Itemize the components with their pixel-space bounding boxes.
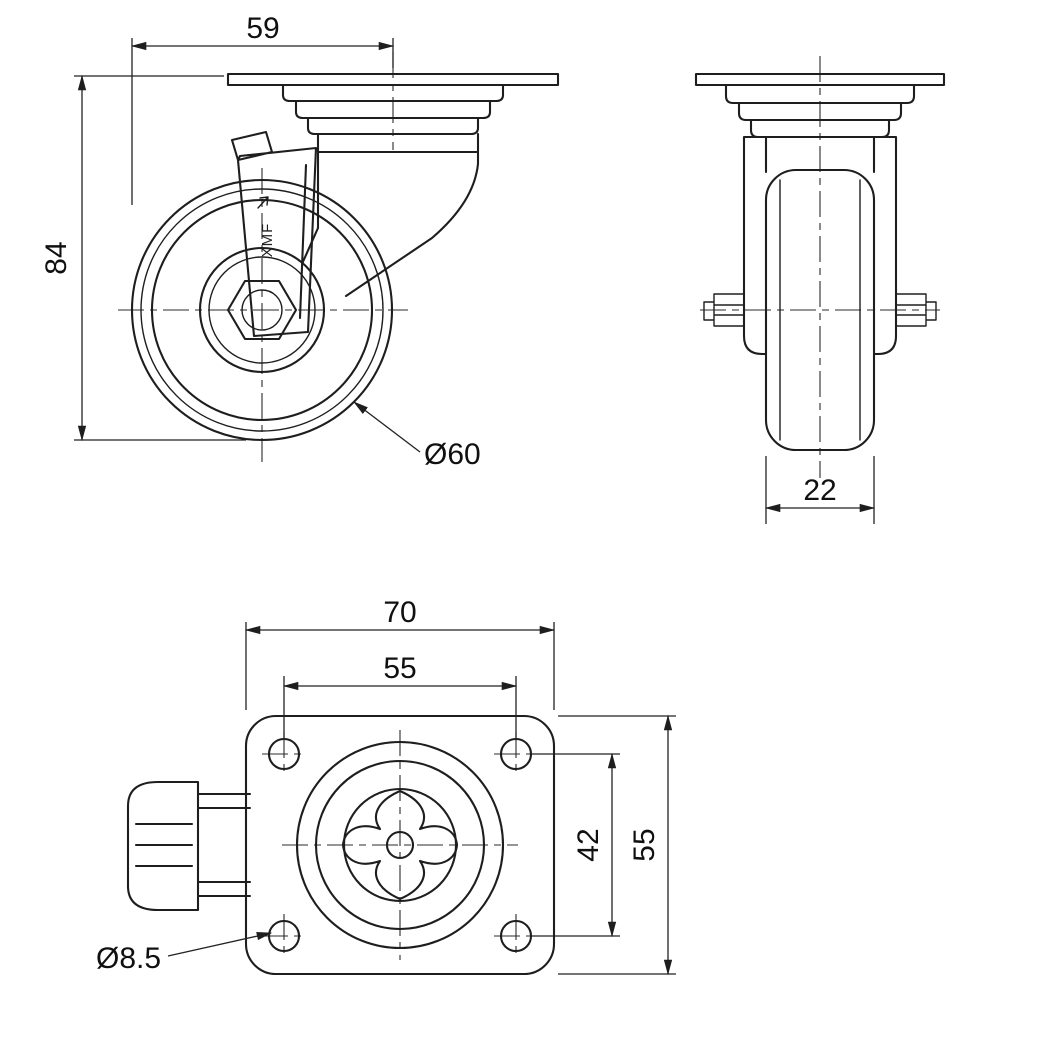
plan-view-centerlines (262, 730, 538, 960)
axle-bore-circle (241, 289, 283, 331)
dim-42-extension-lines (532, 753, 620, 937)
lever-arrow-mark (257, 196, 269, 209)
wheel-diameter-leader-line (352, 401, 421, 453)
dim-plate-length: 70 (244, 596, 556, 710)
plan-brake-lever (126, 780, 252, 912)
front-view-centerlines (700, 56, 940, 478)
front-swivel-races (724, 83, 916, 139)
front-top-plate (694, 72, 946, 87)
hole-diameter-label: Ø8.5 (96, 942, 161, 975)
plan-view: 70 55 42 55 Ø8.5 (96, 596, 676, 976)
swivel-boss-outer-circle (295, 740, 505, 950)
wheel-diameter-label: Ø60 (424, 438, 481, 471)
front-wheel (764, 168, 876, 452)
wheel-hub-ring-circle (208, 256, 316, 364)
plan-mounting-plate (244, 714, 556, 976)
side-swivel-races (281, 83, 505, 136)
dim-hole-spacing-width: 42 (532, 752, 620, 938)
wheel-hub-outer-circle (198, 246, 326, 374)
side-top-plate (226, 72, 560, 87)
swivel-boss-middle-circle (314, 759, 486, 931)
front-fork-legs (742, 135, 898, 356)
side-brake-lever (230, 130, 318, 338)
dim-overall-height: 84 (40, 74, 246, 442)
lever-brand-label: XMF (259, 223, 276, 258)
plate-width-label: 55 (628, 828, 661, 861)
wheel-tread-circle (140, 188, 384, 432)
dim-plate-width: 55 (558, 714, 676, 976)
front-axle-nuts (703, 293, 937, 327)
dim-swivel-radius: 59 (130, 12, 395, 205)
wheel-width-label: 22 (803, 474, 836, 507)
front-wheel-sidewalls (779, 179, 861, 441)
swivel-radius-label: 59 (246, 12, 279, 45)
dim-55v-extension-lines (558, 715, 676, 975)
dim-22-extension-lines (765, 456, 875, 524)
dim-hole-spacing-length: 55 (282, 652, 518, 740)
hole-diameter-leader-line (167, 932, 273, 957)
wheel-outer-circle (130, 178, 394, 442)
dim-84-extension-lines (74, 75, 246, 441)
bolt-hole-bottom-right (499, 919, 533, 953)
kingpin-center-hole (385, 830, 415, 860)
plate-length-label: 70 (383, 596, 416, 629)
dim-hole-diameter: Ø8.5 (96, 932, 273, 975)
axle-hex-nut (226, 279, 298, 341)
wheel-tire-inner-circle (150, 198, 374, 422)
front-view: 22 (694, 56, 946, 524)
dim-wheel-diameter: Ø60 (352, 401, 481, 471)
dim-wheel-width: 22 (764, 456, 876, 524)
overall-height-label: 84 (40, 241, 73, 274)
side-view: XMF 59 84 Ø60 (40, 12, 560, 471)
kingpin-rosette (341, 789, 459, 901)
side-fork (300, 132, 480, 298)
hole-spacing-width-label: 42 (572, 828, 605, 861)
hole-spacing-length-label: 55 (383, 652, 416, 685)
dim-70-extension-lines (245, 622, 555, 710)
